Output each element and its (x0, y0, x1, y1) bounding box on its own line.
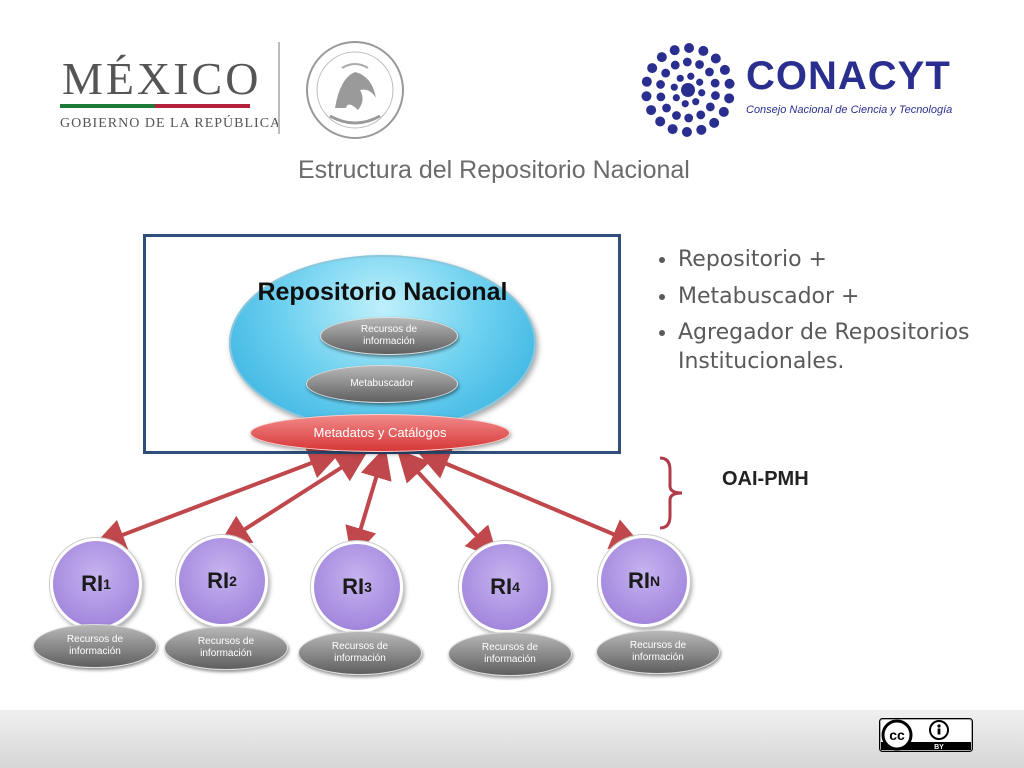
bullet-item: Metabuscador + (678, 283, 1008, 312)
mexico-subtitle: GOBIERNO DE LA REPÚBLICA (60, 116, 282, 131)
brace-icon (659, 456, 683, 530)
repository-title: Repositorio Nacional (257, 278, 508, 306)
bullet-list: Repositorio + Metabuscador + Agregador d… (648, 246, 1008, 384)
arrow-ri1 (92, 448, 342, 550)
metabuscador-pill: Metabuscador (306, 365, 458, 403)
conacyt-name: CONACYT (746, 54, 951, 98)
footer-bar (0, 710, 1024, 768)
mexico-seal-icon (306, 41, 404, 139)
arrow-ri2 (217, 450, 369, 547)
mexico-color-bar (60, 104, 250, 108)
arrow-rin (416, 449, 644, 549)
oai-pmh-label: OAI-PMH (722, 468, 809, 490)
mexico-title: MÉXICO (62, 53, 262, 104)
header-divider (278, 42, 280, 134)
page-title: Estructura del Repositorio Nacional (298, 156, 690, 184)
repository-frame (143, 234, 621, 454)
bullet-item: Repositorio + (678, 246, 1008, 275)
svg-text:cc: cc (889, 727, 905, 743)
license-text: BY (934, 744, 944, 751)
arrow-ri3 (345, 446, 392, 560)
metadatos-pill: Metadatos y Catálogos (250, 414, 510, 452)
arrow-ri4 (396, 449, 499, 559)
conacyt-subtitle: Consejo Nacional de Ciencia y Tecnología (746, 104, 953, 116)
bullet-item: Agregador de Repositorios Institucionale… (678, 319, 1008, 376)
conacyt-logo-icon (641, 43, 735, 137)
creative-commons-icon[interactable]: cc BY (879, 718, 973, 752)
